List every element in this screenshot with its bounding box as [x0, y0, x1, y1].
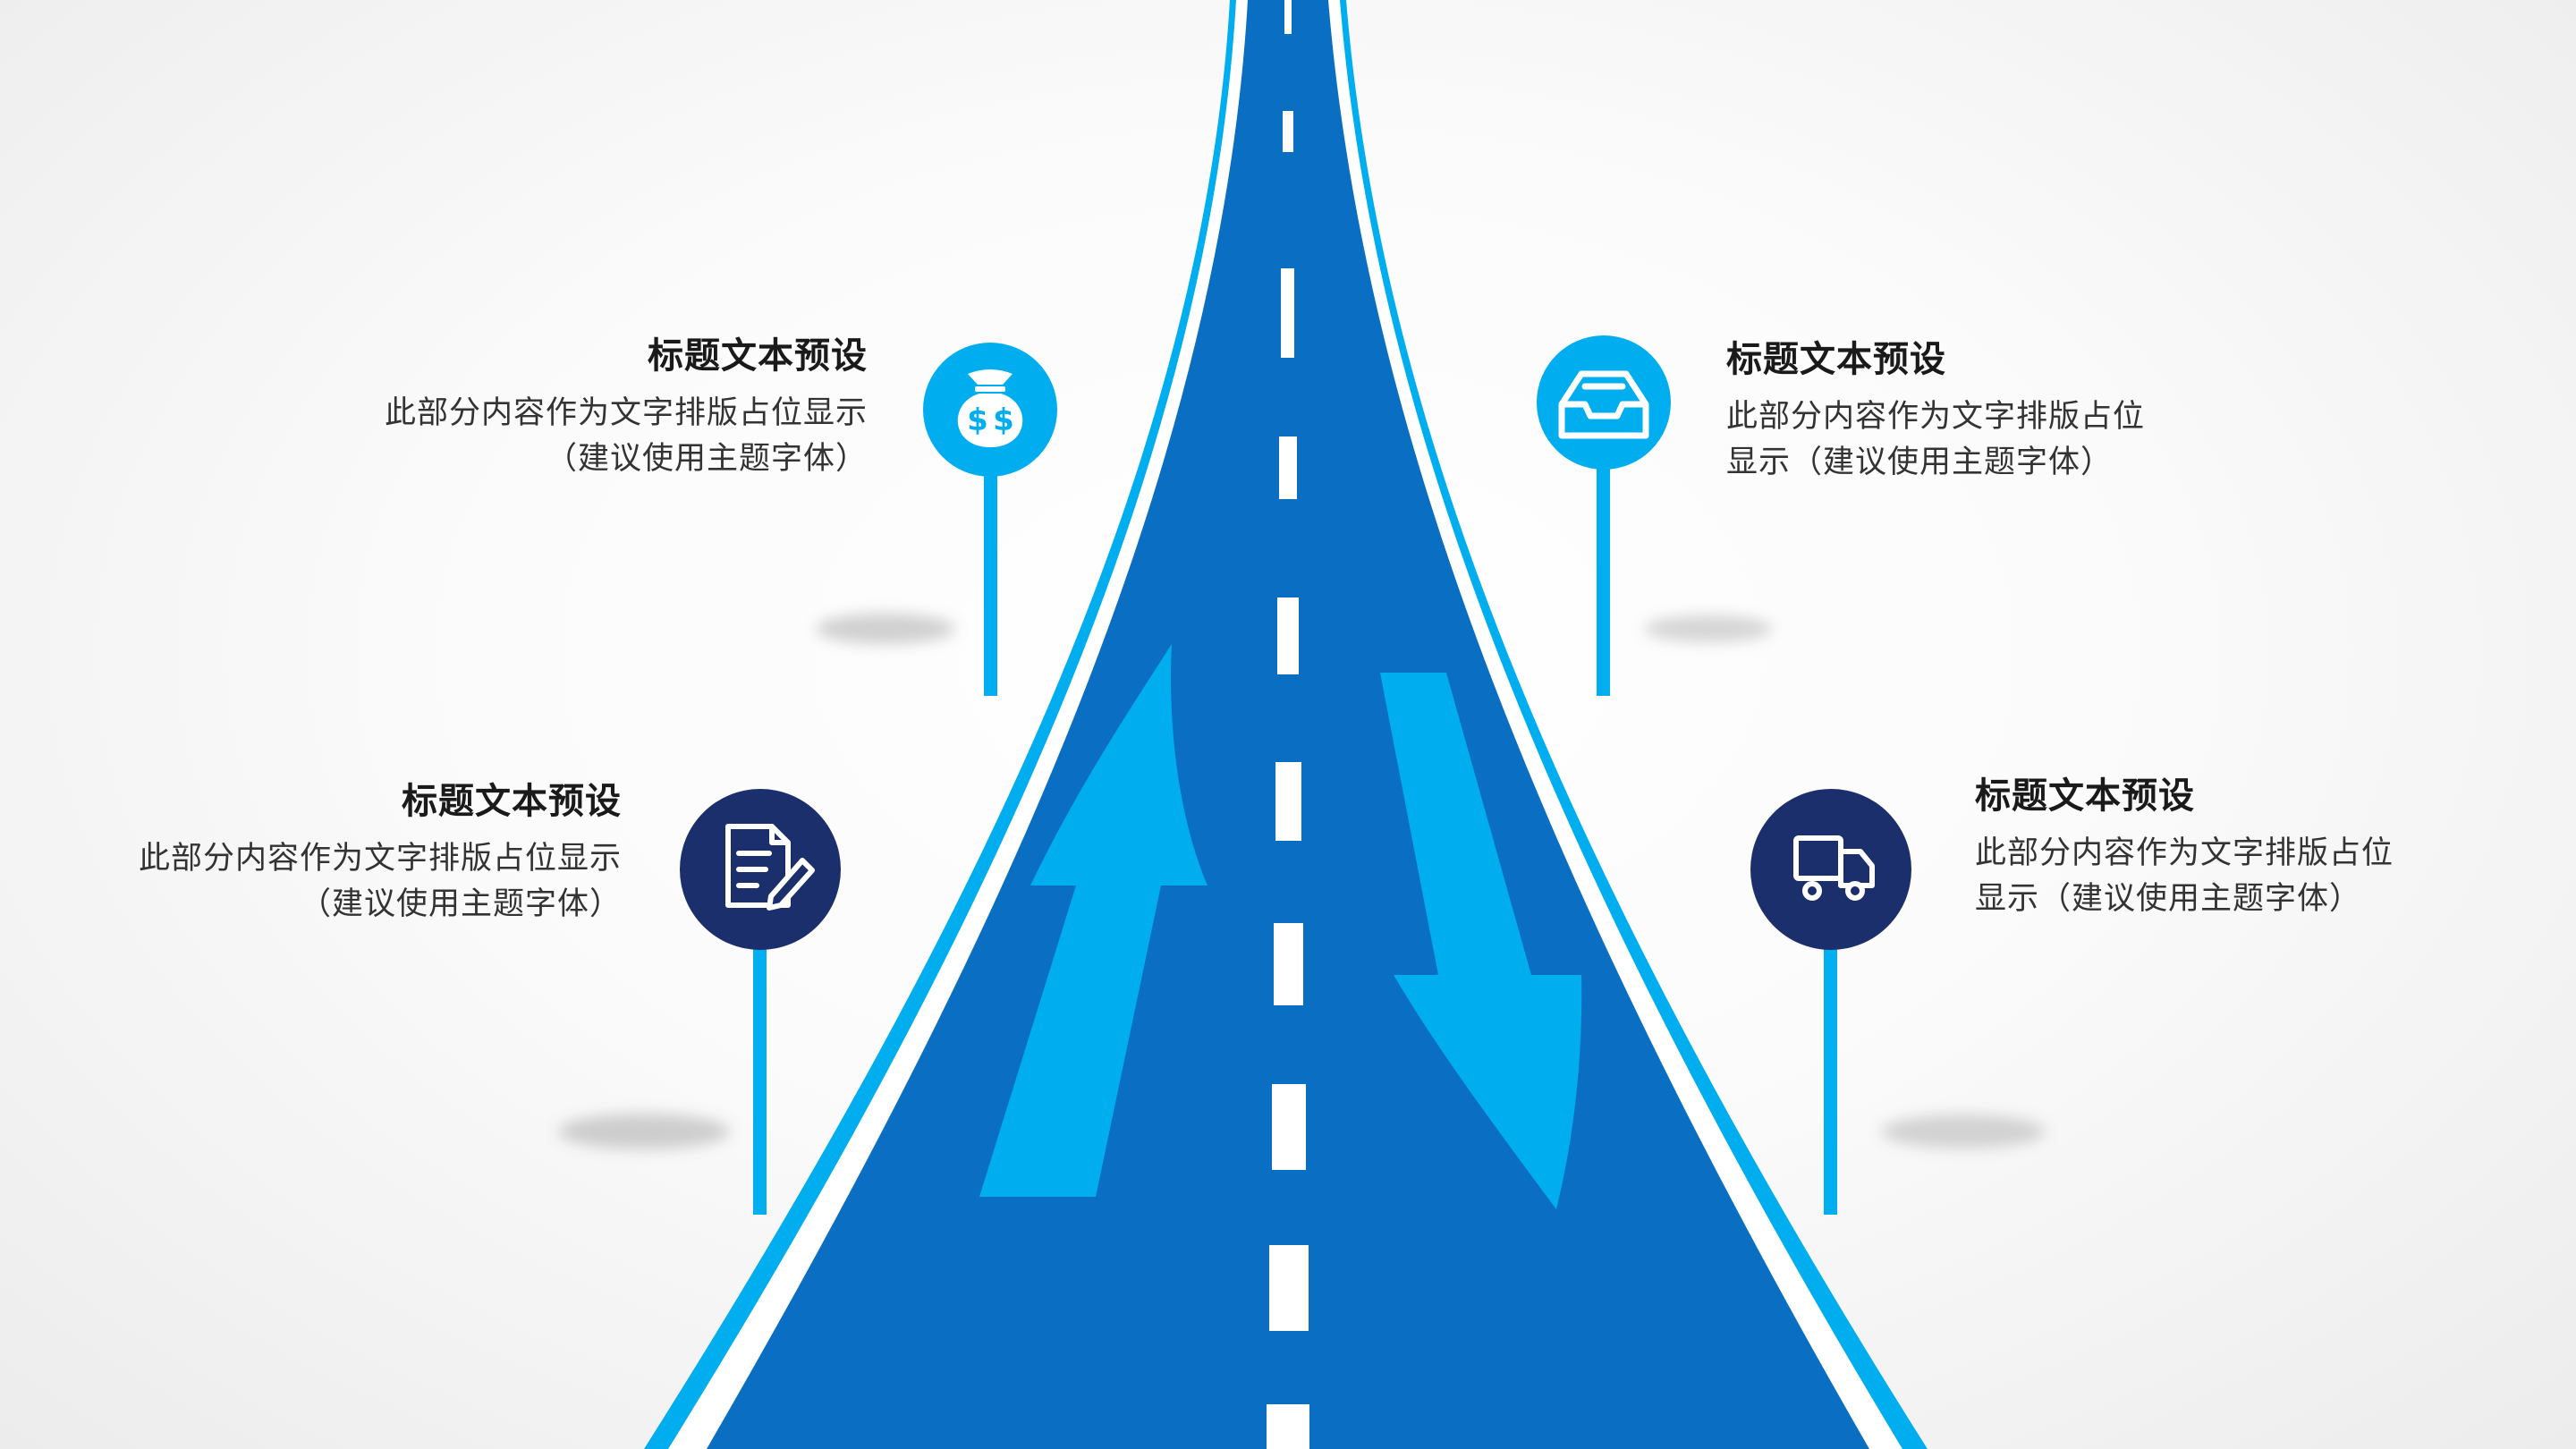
- money-bag-icon: [957, 369, 1023, 447]
- signpost-shadow: [1644, 615, 1773, 642]
- marker-description: 此部分内容作为文字排版占位显示（建议使用主题字体）: [384, 395, 868, 476]
- marker-title: 标题文本预设: [402, 781, 622, 821]
- signpost-document: [680, 789, 841, 1215]
- lane-dash: [1267, 1404, 1309, 1449]
- document-edit-icon: [725, 824, 815, 911]
- road-surface: [707, 0, 1869, 1449]
- signpost-truck: [1750, 789, 1911, 1215]
- marker-text-money: 标题文本预设 此部分内容作为文字排版占位显示（建议使用主题字体）: [367, 331, 868, 481]
- signpost-inbox: [1537, 335, 1671, 696]
- delivery-truck-icon: [1793, 835, 1875, 901]
- signpost-badge: [1537, 335, 1671, 470]
- up-arrow: [979, 644, 1208, 1197]
- signpost-shadow: [1881, 1114, 2046, 1148]
- signpost-shadow: [558, 1114, 730, 1149]
- marker-description: 此部分内容作为文字排版占位显示（建议使用主题字体）: [1726, 399, 2146, 479]
- signpost-pole: [1597, 443, 1610, 696]
- svg-text:$: $: [993, 402, 1014, 438]
- lane-dash: [1272, 1084, 1306, 1170]
- lane-dash: [1274, 923, 1303, 1005]
- signpost-shadow: [816, 614, 955, 644]
- signpost-pole: [753, 911, 767, 1215]
- lane-dashes: [1267, 0, 1309, 1449]
- marker-title: 标题文本预设: [1975, 775, 2195, 816]
- lane-dash: [1277, 597, 1299, 674]
- lane-dash: [1283, 111, 1293, 152]
- lane-dash: [1281, 268, 1294, 358]
- inbox-tray-icon: [1558, 370, 1649, 439]
- marker-description: 此部分内容作为文字排版占位显示（建议使用主题字体）: [138, 841, 622, 921]
- signpost-badge: [1750, 789, 1911, 950]
- lane-dash: [1279, 436, 1297, 499]
- marker-title: 标题文本预设: [648, 335, 868, 376]
- marker-title: 标题文本预设: [1726, 339, 1946, 379]
- marker-description: 此部分内容作为文字排版占位显示（建议使用主题字体）: [1975, 835, 2394, 916]
- marker-text-inbox: 标题文本预设 此部分内容作为文字排版占位显示（建议使用主题字体）: [1726, 335, 2156, 485]
- down-arrow: [1380, 673, 1582, 1209]
- signpost-pole: [984, 443, 997, 696]
- marker-text-truck: 标题文本预设 此部分内容作为文字排版占位显示（建议使用主题字体）: [1975, 771, 2404, 921]
- svg-text:$: $: [967, 402, 988, 438]
- marker-text-document: 标题文本预设 此部分内容作为文字排版占位显示（建议使用主题字体）: [121, 776, 622, 927]
- lane-dash: [1275, 762, 1301, 841]
- lane-dash: [1269, 1245, 1309, 1331]
- signpost-money: $ $: [923, 343, 1057, 696]
- signpost-pole: [1824, 911, 1837, 1215]
- lane-dash: [1284, 0, 1292, 34]
